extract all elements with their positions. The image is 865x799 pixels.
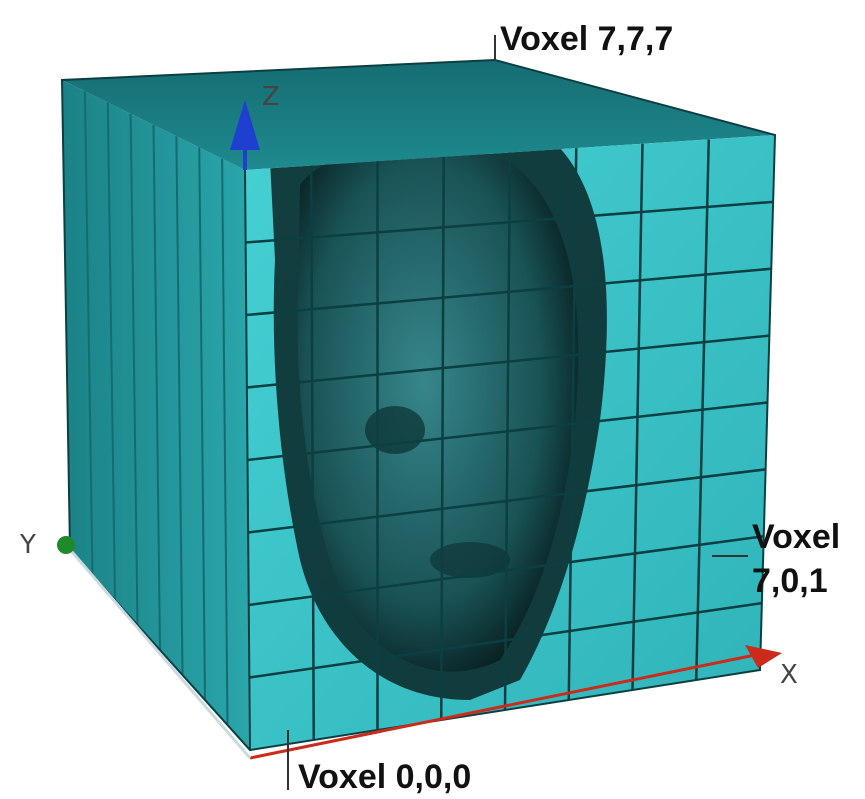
- cube-front-edge: [244, 169, 251, 751]
- front-face-grid: [245, 139, 774, 741]
- voxel-right-label-line2: 7,0,1: [752, 562, 828, 600]
- voxel-top-label: Voxel 7,7,7: [500, 20, 673, 58]
- side-stripe-line: [152, 124, 161, 651]
- dot-icon: [57, 536, 75, 554]
- grid-row-line: [246, 267, 772, 317]
- grid-row-line: [247, 401, 768, 462]
- side-stripe-line: [175, 136, 184, 676]
- arrow-up-icon: [230, 100, 260, 150]
- y-axis-label: Y: [19, 530, 36, 560]
- grid-row-line: [249, 601, 763, 679]
- side-stripe-line: [106, 102, 116, 601]
- z-axis-label: Z: [262, 82, 280, 112]
- grid-row-line: [246, 334, 770, 389]
- side-stripe-line: [83, 91, 94, 576]
- side-stripe-line: [221, 158, 229, 726]
- head-mouth-region: [430, 542, 510, 578]
- side-face-grid: [83, 91, 229, 726]
- voxel-right-label-line1: Voxel: [752, 518, 840, 556]
- grid-row-line: [247, 468, 766, 534]
- x-axis-line: [249, 653, 756, 760]
- arrow-right-icon: [745, 645, 782, 668]
- x-axis-label: X: [780, 660, 798, 690]
- grid-row-line: [245, 200, 774, 244]
- side-stripe-line: [129, 113, 139, 626]
- side-stripe-line: [198, 147, 206, 701]
- voxel-bottom-label: Voxel 0,0,0: [298, 758, 471, 796]
- grid-row-line: [248, 535, 764, 607]
- y-axis-line: [64, 544, 252, 759]
